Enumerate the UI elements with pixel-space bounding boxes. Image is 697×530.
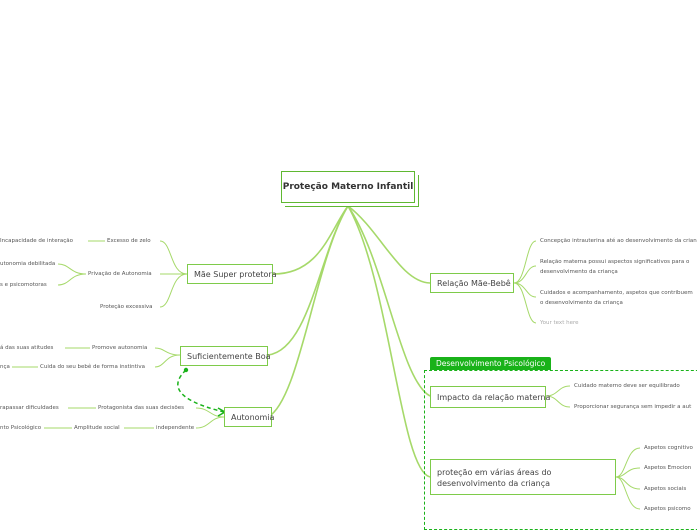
boundary-label[interactable]: Desenvolvimento Psicológico xyxy=(430,357,552,370)
topic-autonomia[interactable]: Autonomia xyxy=(224,407,274,427)
leaf-aspetos-sociais[interactable]: Aspetos sociais xyxy=(644,486,687,492)
leaf-cuidados[interactable]: Cuidados e acompanhamento, aspetos que c… xyxy=(540,290,693,296)
leaf-promove-autonomia[interactable]: Promove autonomia xyxy=(92,345,148,351)
leaf-placeholder[interactable]: Your text here xyxy=(540,320,579,326)
leaf-amplitude-social[interactable]: Amplitude social xyxy=(74,425,120,431)
topic-protecao-areas[interactable]: proteção em várias áreas do desenvolvime… xyxy=(430,459,616,495)
leaf-protecao-excessiva[interactable]: Proteção excessiva xyxy=(100,304,153,310)
leaf-psicomotoras[interactable]: s e psicomotoras xyxy=(0,282,47,288)
leaf-protagonista[interactable]: Protagonista das suas decisões xyxy=(98,405,184,411)
leaf-aspetos-psicomo[interactable]: Aspetos psicomo xyxy=(644,506,691,512)
leaf-desenvolvimento-psicologico[interactable]: nto Psicológico xyxy=(0,425,42,431)
leaf-excesso-zelo[interactable]: Excesso de zelo xyxy=(107,238,151,244)
topic-mae-super-protetora[interactable]: Mãe Super protetora xyxy=(187,264,277,284)
leaf-seguranca[interactable]: Proporcionar segurança sem impedir a aut xyxy=(574,404,692,410)
leaf-relacao-materna[interactable]: Relação materna possui aspectos signific… xyxy=(540,259,690,265)
root-topic[interactable]: Proteção Materno Infantil xyxy=(281,171,415,203)
leaf-cuidados-cont: o desenvolvimento da criança xyxy=(540,300,623,306)
leaf-autonomia-debilitada[interactable]: utonomia debilitada xyxy=(0,261,56,267)
leaf-crianca[interactable]: nça xyxy=(0,364,10,370)
topic-relacao-mae-bebe[interactable]: Relação Mãe-Bebê xyxy=(430,273,514,293)
leaf-incapacidade-interacao[interactable]: Incapacidade de interação xyxy=(0,238,73,244)
leaf-relacao-materna-cont: desenvolvimento da criança xyxy=(540,269,618,275)
topic-impacto-relacao-materna[interactable]: Impacto da relação materna xyxy=(430,386,550,408)
leaf-aspetos-cognitivo[interactable]: Aspetos cognitivo xyxy=(644,445,693,451)
leaf-privacao-autonomia[interactable]: Privação de Autonomia xyxy=(88,271,152,277)
leaf-cuida-bebe[interactable]: Cuida do seu bebê de forma instintiva xyxy=(40,364,145,370)
leaf-concepcao[interactable]: Concepção intrauterina até ao desenvolvi… xyxy=(540,238,697,244)
leaf-independente[interactable]: independente xyxy=(156,425,195,431)
leaf-ultrapassar-dificuldades[interactable]: rapassar dificuldades xyxy=(0,405,59,411)
leaf-aspetos-emocion[interactable]: Aspetos Emocion xyxy=(644,465,692,471)
topic-suficientemente-boa[interactable]: Suficientemente Boa xyxy=(180,346,271,366)
leaf-atitudes[interactable]: á das suas atitudes xyxy=(0,345,54,351)
leaf-cuidado-equilibrado[interactable]: Cuidado materno deve ser equilibrado xyxy=(574,383,680,389)
